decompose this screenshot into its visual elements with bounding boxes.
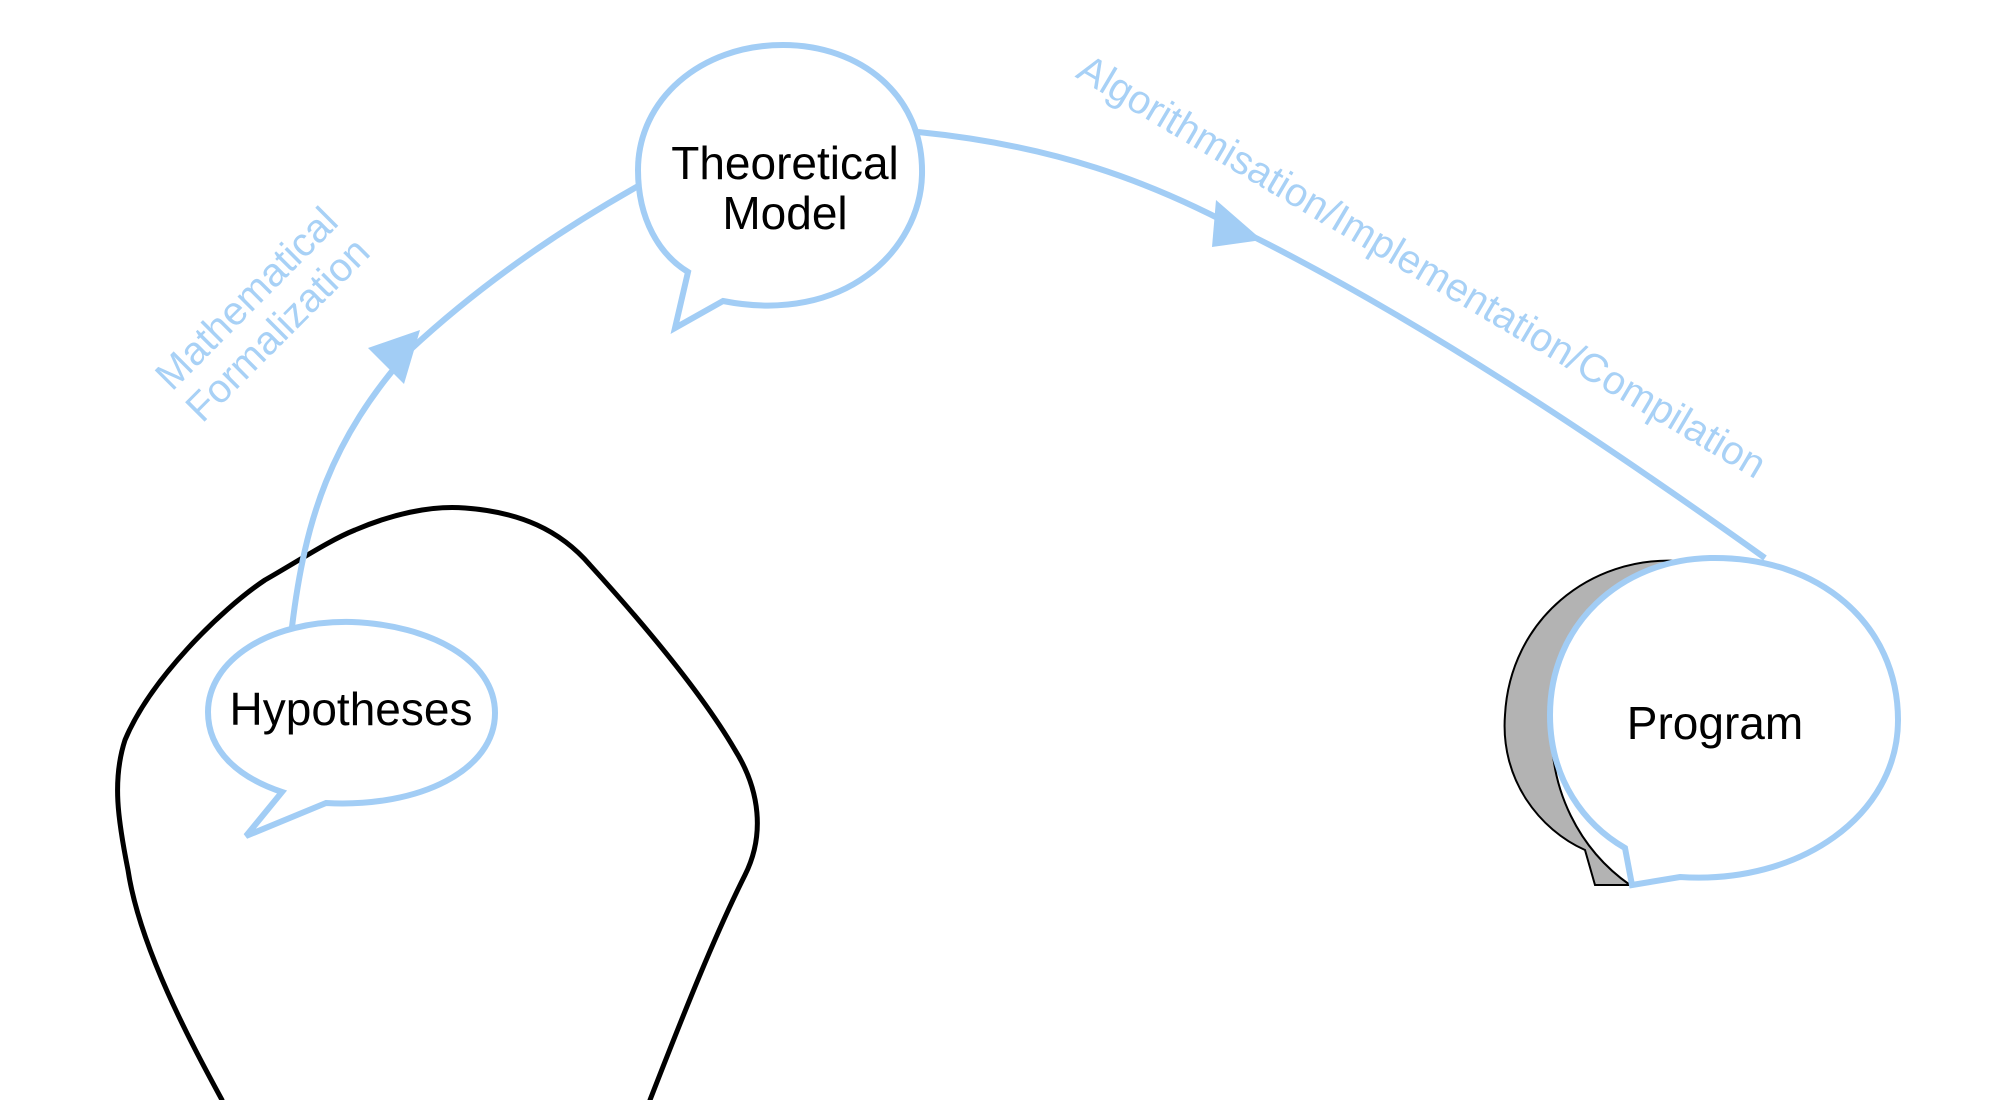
implementation-arrow-line	[917, 129, 1767, 561]
hypotheses-bubble	[204, 618, 499, 839]
implementation-label: Algorithmisation/Implementation/Compilat…	[1070, 46, 1774, 487]
hypotheses-label: Hypotheses	[230, 683, 473, 735]
program-bubble	[1546, 554, 1902, 889]
model-label-line2: Model	[722, 187, 847, 239]
implementation-arrowhead	[1212, 200, 1262, 247]
model-label-line1: Theoretical	[671, 137, 899, 189]
model-bubble	[634, 41, 926, 334]
formalization-arrowhead	[368, 330, 420, 384]
formalization-label-group: Mathematical Formalization	[147, 199, 378, 430]
implementation-label-group: Algorithmisation/Implementation/Compilat…	[1070, 46, 1774, 487]
head-outline	[115, 504, 760, 1100]
program-label: Program	[1627, 697, 1803, 749]
